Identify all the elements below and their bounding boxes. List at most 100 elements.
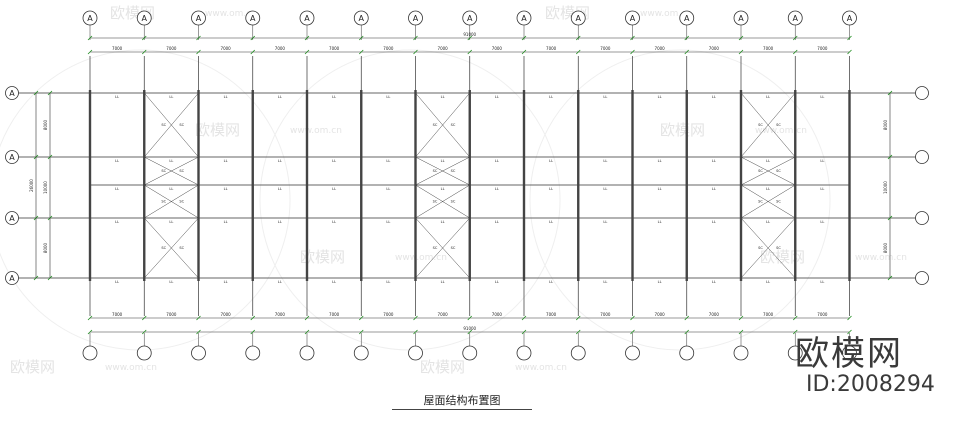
axis-bubble-top bbox=[679, 10, 695, 26]
dim-tick bbox=[141, 329, 147, 335]
dim-tick bbox=[847, 49, 852, 55]
axis-bubble-bottom bbox=[136, 345, 152, 361]
axis-bubble-right bbox=[915, 150, 929, 164]
beam-label: LL bbox=[712, 95, 716, 99]
dim-tick bbox=[33, 215, 39, 221]
dim-tick bbox=[196, 49, 201, 55]
brace-label: SC bbox=[776, 246, 781, 250]
beam-label: LL bbox=[386, 95, 390, 99]
dim-tick bbox=[630, 35, 635, 41]
axis-bubble-bottom bbox=[408, 345, 423, 361]
beam-label: LL bbox=[549, 220, 553, 224]
axis-bubble-bottom bbox=[245, 345, 261, 361]
axis-bubble-label: A bbox=[413, 14, 419, 23]
beam-label: LL bbox=[332, 159, 336, 163]
beam-label: LL bbox=[278, 95, 282, 99]
axis-bubble-bottom bbox=[462, 345, 478, 361]
beam-label: LL bbox=[820, 280, 824, 284]
beam-label: LL bbox=[549, 187, 553, 191]
beam-label: LL bbox=[603, 187, 607, 191]
axis-bubble-top bbox=[353, 10, 369, 26]
beam-label: LL bbox=[115, 159, 119, 163]
left-dim-top: 8000 bbox=[43, 119, 48, 130]
beam-label: LL bbox=[658, 220, 662, 224]
axis-bubble-top bbox=[408, 10, 423, 26]
frame-column bbox=[251, 90, 254, 281]
beam-label: LL bbox=[766, 159, 770, 163]
axis-bubble-label: A bbox=[359, 14, 365, 23]
beam-label: LL bbox=[495, 280, 499, 284]
brace-label: SC bbox=[451, 246, 456, 250]
bay-dim-top: 7000 bbox=[492, 46, 503, 51]
beam-label: LL bbox=[766, 95, 770, 99]
bay-dim-bottom: 7000 bbox=[166, 312, 177, 317]
dim-tick bbox=[87, 329, 93, 335]
beam-label: LL bbox=[386, 159, 390, 163]
dim-tick bbox=[847, 329, 852, 335]
watermark-site-text: www.om.cn bbox=[105, 363, 157, 373]
beam-label: LL bbox=[495, 220, 499, 224]
beam-label: LL bbox=[441, 220, 445, 224]
dim-tick bbox=[141, 35, 147, 41]
axis-bubble-top bbox=[462, 10, 478, 26]
beam-label: LL bbox=[549, 159, 553, 163]
axis-bubble-top bbox=[191, 10, 206, 26]
beam-label: LL bbox=[224, 187, 228, 191]
brace-label: SC bbox=[179, 200, 184, 204]
dim-tick bbox=[87, 35, 93, 41]
watermark-brand-text: 欧模网 bbox=[420, 358, 465, 376]
roof-brace bbox=[740, 217, 796, 279]
bay-dim-bottom: 7000 bbox=[817, 312, 828, 317]
brace-label: SC bbox=[451, 200, 456, 204]
axis-bubble-bottom bbox=[787, 345, 803, 361]
beam-label: LL bbox=[332, 280, 336, 284]
axis-bubble-bottom bbox=[516, 345, 532, 361]
frame-column bbox=[88, 90, 92, 281]
right-dim-top: 8000 bbox=[883, 119, 888, 130]
beam-label: LL bbox=[766, 280, 770, 284]
watermark-site-text: www.om.cn bbox=[205, 9, 257, 19]
dim-tick bbox=[47, 275, 53, 281]
beam-label: LL bbox=[549, 95, 553, 99]
dim-tick bbox=[738, 49, 744, 55]
bay-dim-top: 7000 bbox=[166, 46, 177, 51]
beam-label: LL bbox=[658, 280, 662, 284]
dim-tick bbox=[196, 329, 201, 335]
brace-label: SC bbox=[179, 169, 184, 173]
dim-tick bbox=[738, 35, 744, 41]
dim-tick bbox=[467, 329, 473, 335]
brace-label: SC bbox=[161, 200, 166, 204]
roof-brace bbox=[415, 217, 470, 279]
frame-column bbox=[685, 90, 688, 281]
dim-tick bbox=[33, 275, 39, 281]
dim-tick bbox=[738, 329, 744, 335]
brace-label: SC bbox=[758, 246, 763, 250]
axis-bubble-bottom bbox=[842, 345, 857, 361]
axis-bubble-top bbox=[625, 10, 640, 26]
bay-dim-top: 7000 bbox=[763, 46, 774, 51]
axis-bubble-top bbox=[842, 10, 857, 26]
axis-bubble-label: A bbox=[142, 14, 148, 23]
bay-dim-bottom: 7000 bbox=[709, 312, 720, 317]
dim-tick bbox=[413, 35, 418, 41]
axis-bubble-label: A bbox=[576, 14, 582, 23]
frame-column bbox=[577, 90, 580, 281]
brace-label: SC bbox=[161, 246, 166, 250]
overall-dim-top: 91000 bbox=[463, 32, 476, 37]
beam-label: LL bbox=[224, 280, 228, 284]
axis-bubble-label: A bbox=[793, 14, 799, 23]
beam-label: LL bbox=[115, 280, 119, 284]
dim-tick bbox=[250, 329, 256, 335]
dim-tick bbox=[141, 315, 147, 321]
watermark-circle bbox=[529, 49, 831, 351]
roof-brace bbox=[144, 92, 199, 158]
watermark-site-text: www.om.cn bbox=[755, 126, 807, 136]
watermark-brand-text: 欧模网 bbox=[760, 248, 805, 266]
brand-id: ID:2008294 bbox=[806, 372, 935, 397]
roof-brace bbox=[740, 92, 796, 158]
beam-label: LL bbox=[169, 95, 173, 99]
dim-tick bbox=[792, 49, 798, 55]
beam-label: LL bbox=[332, 95, 336, 99]
axis-bubble-label: A bbox=[9, 153, 15, 162]
dim-tick bbox=[521, 35, 527, 41]
